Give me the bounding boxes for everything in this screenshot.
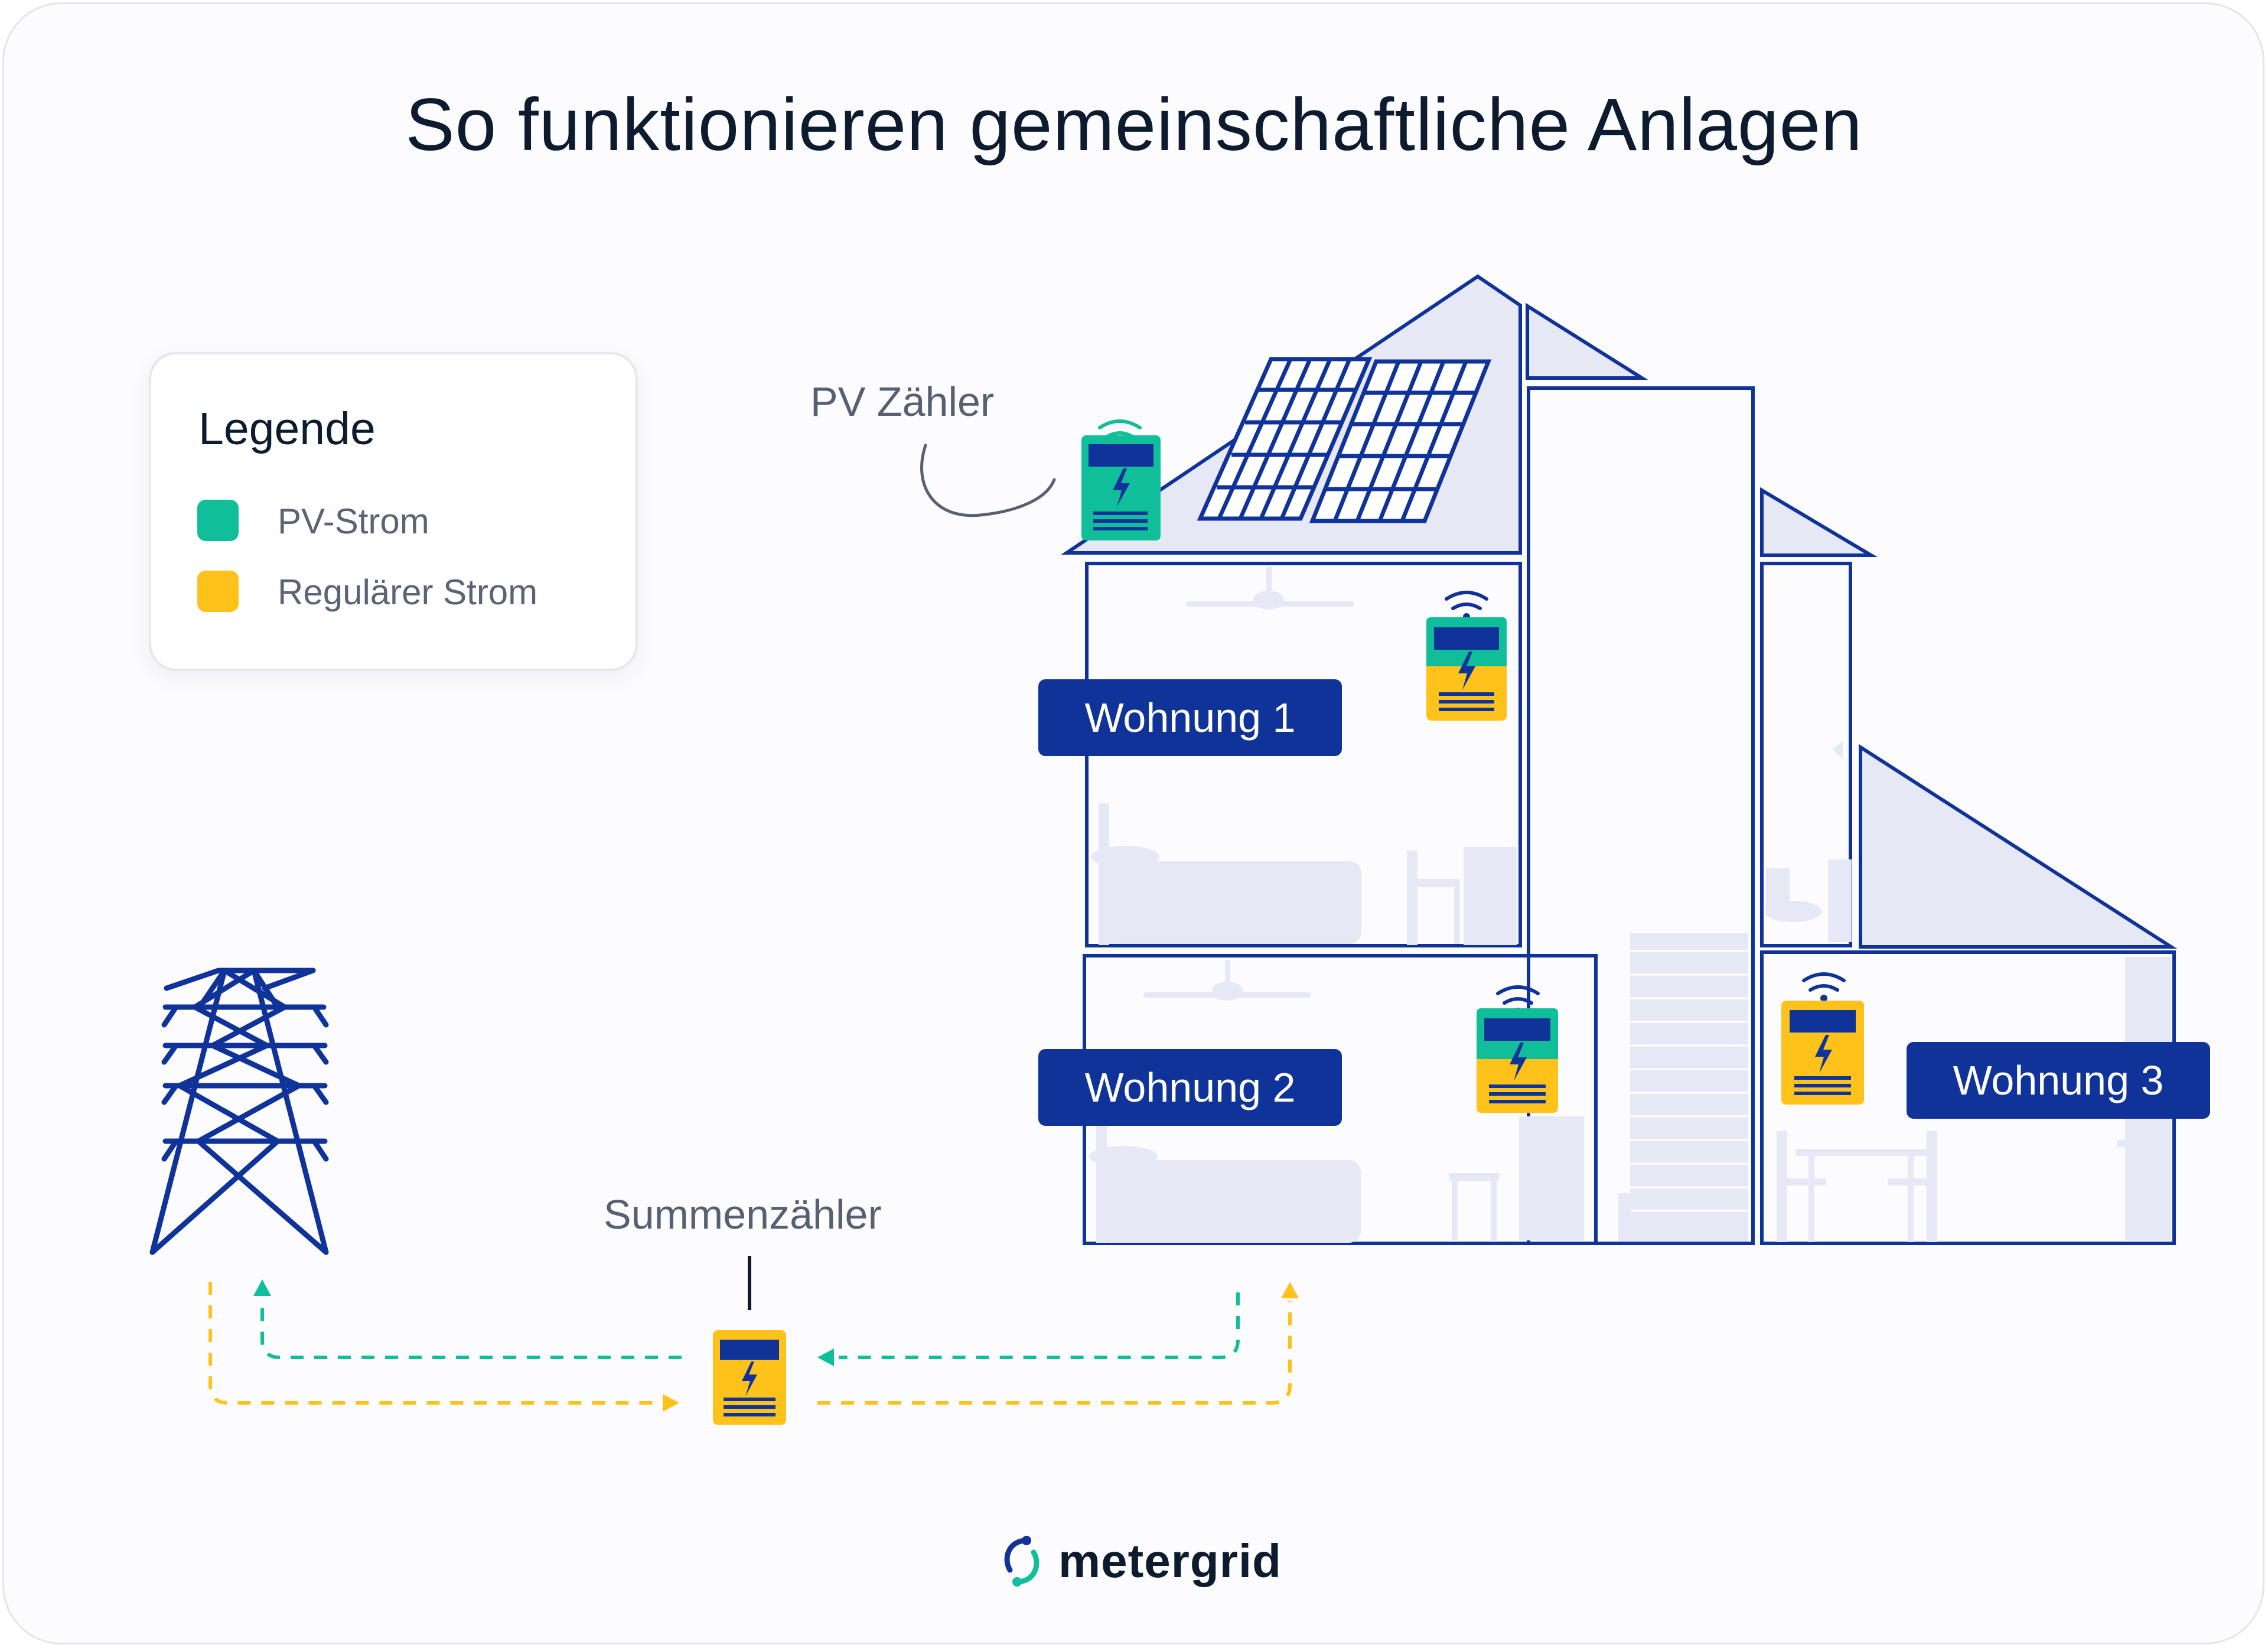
- legend-swatch-grid: [197, 571, 239, 612]
- arrowhead: [817, 1349, 834, 1366]
- legend-title: Legende: [198, 403, 376, 454]
- staircase: [1618, 933, 1748, 1242]
- pv-meter-pointer: [920, 444, 1056, 517]
- tower-gable: [1526, 302, 1648, 380]
- arrowhead: [1281, 1282, 1299, 1298]
- wohnung-2-meter-icon: [1477, 985, 1558, 1113]
- page-title: So funktionieren gemeinschaftliche Anlag…: [405, 84, 1863, 166]
- right-slope-roof: [1859, 744, 2178, 949]
- summenzaehler-icon: [713, 1330, 786, 1425]
- wohnung-2-label: Wohnung 2: [1038, 1049, 1342, 1126]
- power-pylon-icon: [149, 968, 329, 1255]
- pv-meter-icon: [1081, 419, 1161, 540]
- summenzaehler-label: Summenzähler: [604, 1191, 882, 1237]
- house-to-summenzaehler-arrow: [839, 1292, 1240, 1359]
- brand-logo: metergrid: [1001, 1529, 1282, 1594]
- summenzaehler-to-grid-arrow: [260, 1301, 682, 1359]
- legend: Legende PV-Strom Regulärer Strom: [149, 352, 638, 671]
- legend-label: PV-Strom: [278, 501, 429, 541]
- arrowhead: [253, 1279, 271, 1296]
- grid-to-summenzaehler-arrow: [208, 1282, 662, 1405]
- solar-panels: [1197, 357, 1492, 523]
- right-small-roof: [1760, 487, 1878, 557]
- summenzaehler-to-house-arrow: [817, 1301, 1292, 1405]
- wohnung-1-label: Wohnung 1: [1038, 679, 1342, 756]
- flow-arrows: [208, 1282, 1292, 1405]
- legend-swatch-pv: [197, 500, 239, 541]
- brand-name: metergrid: [1058, 1535, 1282, 1587]
- furniture: [1089, 567, 2171, 1243]
- house: [1061, 274, 2178, 1245]
- wohnung-3-upper: [1760, 562, 1852, 947]
- wohnung-3-meter-icon: [1781, 972, 1864, 1105]
- pv-meter-label: PV Zähler: [810, 379, 995, 425]
- wohnung-3-label: Wohnung 3: [1907, 1042, 2210, 1119]
- stair-tower: [1527, 386, 1755, 1245]
- wohnung-1-meter-icon: [1426, 591, 1507, 721]
- metergrid-logo-icon: [1004, 1536, 1040, 1587]
- arrowhead: [663, 1394, 679, 1412]
- legend-label: Regulärer Strom: [278, 572, 538, 612]
